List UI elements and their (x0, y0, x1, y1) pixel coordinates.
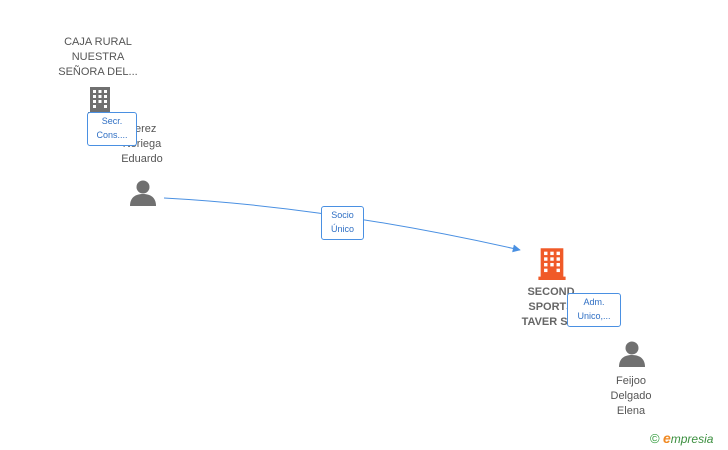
empresia-logo: © empresia (650, 430, 713, 446)
person-icon[interactable] (128, 178, 158, 208)
node-label-line: SECOND (527, 286, 575, 298)
node-label-line: SEÑORA DEL... (58, 66, 138, 78)
edge-label-line: Único (330, 224, 354, 234)
edge-label-line: Unico,... (577, 311, 611, 321)
edge-label-line: Adm. (583, 297, 605, 307)
node-label-line: NUESTRA (71, 51, 125, 63)
edge-label-line: Socio (331, 210, 354, 220)
node-second-sports-label[interactable]: SECOND SPORTS TAVER S.L. (508, 285, 594, 330)
edge-label-secr-cons[interactable]: Secr. Cons.... (87, 112, 137, 146)
node-label-line: SPORTS (528, 301, 574, 313)
brand-name: mpresia (670, 432, 714, 446)
node-feijoo-label[interactable]: Feijoo Delgado Elena (595, 374, 667, 419)
node-label-line: TAVER S.L. (521, 316, 581, 328)
building-icon[interactable] (88, 85, 112, 115)
node-caja-rural-label[interactable]: CAJA RURAL NUESTRA SEÑORA DEL... (52, 35, 144, 80)
building-icon[interactable] (537, 246, 567, 280)
copyright-icon: © (650, 431, 660, 446)
node-label-line: Eduardo (121, 153, 163, 165)
person-icon[interactable] (617, 339, 647, 369)
node-label-line: Feijoo (616, 375, 646, 387)
edge-label-adm-unico[interactable]: Adm. Unico,... (567, 293, 621, 327)
node-label-line: Delgado (610, 390, 652, 402)
edge-label-line: Secr. (101, 116, 123, 126)
edge-label-line: Cons.... (96, 130, 128, 140)
node-label-line: Elena (616, 405, 646, 417)
brand-initial: e (662, 430, 671, 446)
edge-label-socio-unico[interactable]: Socio Único (321, 206, 364, 240)
node-label-line: CAJA RURAL (64, 36, 132, 48)
